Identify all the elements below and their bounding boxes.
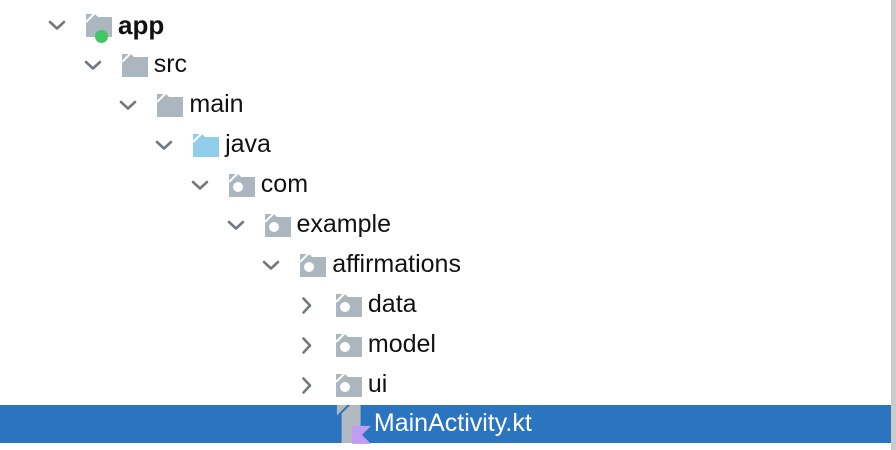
chevron-right-icon[interactable] — [298, 376, 335, 394]
tree-row-com[interactable]: com — [0, 165, 896, 205]
chevron-down-icon[interactable] — [227, 220, 264, 231]
package-icon — [299, 250, 327, 278]
tree-row-java[interactable]: java — [0, 125, 896, 165]
tree-row-model[interactable]: model — [0, 325, 896, 365]
tree-row-ui[interactable]: ui — [0, 365, 896, 405]
tree-row-mainactivity-kt[interactable]: MainActivity.kt — [0, 404, 896, 444]
panel-splitter[interactable] — [891, 0, 896, 450]
source-folder-icon — [192, 130, 220, 158]
folder-icon — [120, 50, 149, 78]
folder-icon — [85, 10, 113, 43]
tree-row-data[interactable]: data — [0, 285, 896, 325]
chevron-down-icon[interactable] — [119, 100, 156, 111]
chevron-down-icon[interactable] — [48, 20, 85, 31]
chevron-down-icon[interactable] — [84, 60, 121, 71]
chevron-down-icon[interactable] — [155, 140, 192, 151]
package-icon — [335, 290, 363, 318]
package-icon — [335, 370, 363, 398]
tree-row-example[interactable]: example — [0, 205, 896, 245]
folder-icon — [156, 90, 184, 118]
tree-row-app[interactable]: app — [0, 5, 896, 45]
package-icon — [263, 210, 292, 238]
green-dot-badge — [95, 30, 108, 43]
chevron-right-icon[interactable] — [298, 296, 335, 314]
chevron-right-icon[interactable] — [298, 336, 335, 354]
tree-row-main[interactable]: main — [0, 85, 896, 125]
tree-row-src[interactable]: src — [0, 45, 896, 85]
tree-row-affirmations[interactable]: affirmations — [0, 245, 896, 285]
package-icon — [335, 330, 363, 358]
chevron-down-icon[interactable] — [262, 260, 299, 271]
package-icon — [228, 170, 256, 198]
chevron-down-icon[interactable] — [191, 180, 228, 191]
kotlin-file-icon — [335, 404, 371, 444]
